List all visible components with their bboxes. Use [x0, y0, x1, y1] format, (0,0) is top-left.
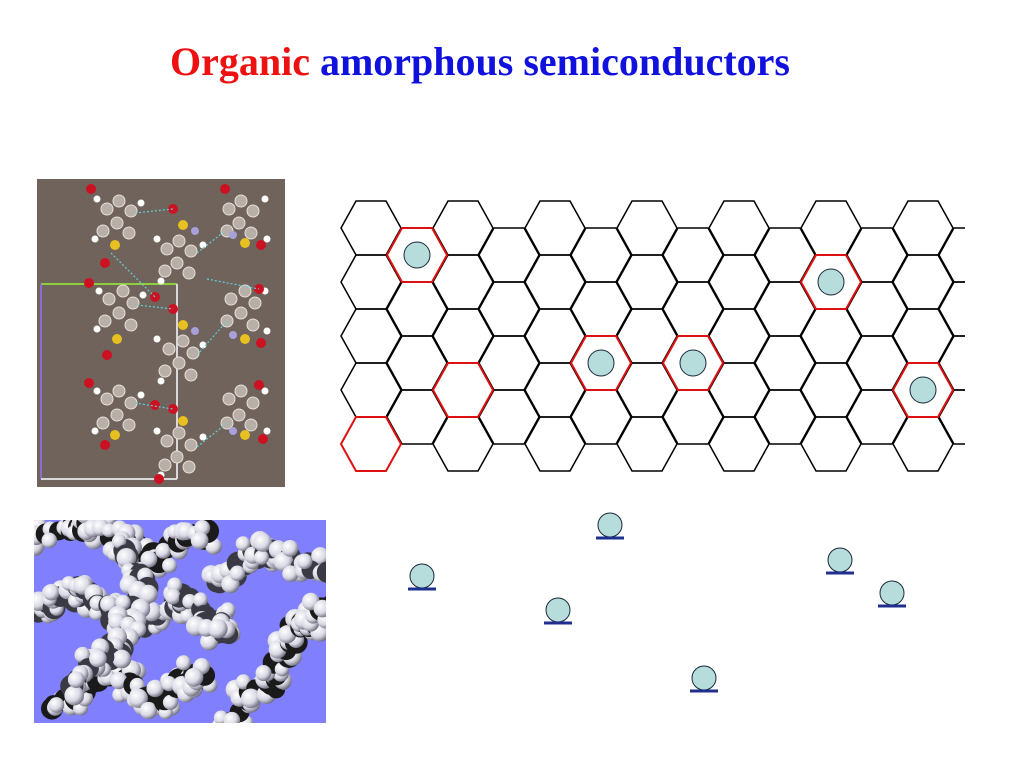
- free-particle: [544, 597, 572, 625]
- scattered-particles-diagram: [408, 512, 906, 693]
- highlighted-hexagon: [569, 335, 633, 391]
- hexagon-grid: [339, 200, 965, 472]
- hydrogen-bonds: [110, 208, 260, 448]
- highlighted-hexagon: [661, 335, 725, 391]
- amorphous-packing-image: [34, 520, 326, 723]
- title-words-amorphous-semiconductors: amorphous semiconductors: [319, 39, 790, 84]
- hexagonal-lattice-diagram: [339, 200, 965, 472]
- crystal-structure-image: [37, 179, 285, 487]
- free-particle: [826, 547, 854, 575]
- hexagon-cell: [524, 200, 586, 256]
- free-particle: [878, 580, 906, 608]
- lattice-particle: [817, 268, 845, 296]
- lattice-particles: [403, 241, 937, 404]
- free-particles: [408, 512, 906, 693]
- hexagon-cell: [708, 200, 770, 256]
- highlighted-hexagon: [799, 254, 863, 310]
- highlighted-hexagon: [385, 227, 449, 283]
- lattice-particle: [587, 349, 615, 377]
- hexagon-cell: [662, 227, 724, 283]
- free-particle: [408, 563, 436, 591]
- slide-title: Organic amorphous semiconductors: [0, 38, 960, 86]
- molecule-column-middle: [150, 204, 207, 484]
- molecule-column-left: [84, 184, 147, 450]
- hexagon-cell: [938, 281, 965, 337]
- title-word-organic: Organic: [169, 39, 310, 84]
- hexagon-cell: [938, 335, 965, 391]
- lattice-particle: [909, 376, 937, 404]
- lattice-particle: [403, 241, 431, 269]
- hexagon-cell: [938, 389, 965, 445]
- highlighted-hexagon: [891, 362, 955, 418]
- free-particle: [690, 665, 718, 693]
- hexagon-cell: [938, 227, 965, 283]
- molecular-spheres: [34, 520, 326, 723]
- hexagon-cell: [892, 200, 954, 256]
- free-particle: [596, 512, 624, 540]
- hexagon-cell: [570, 227, 632, 283]
- highlighted-hexagon: [431, 362, 495, 418]
- hexagon-cell: [616, 200, 678, 256]
- highlighted-hexagon: [339, 416, 403, 472]
- hexagon-cell: [478, 227, 540, 283]
- lattice-particle: [679, 349, 707, 377]
